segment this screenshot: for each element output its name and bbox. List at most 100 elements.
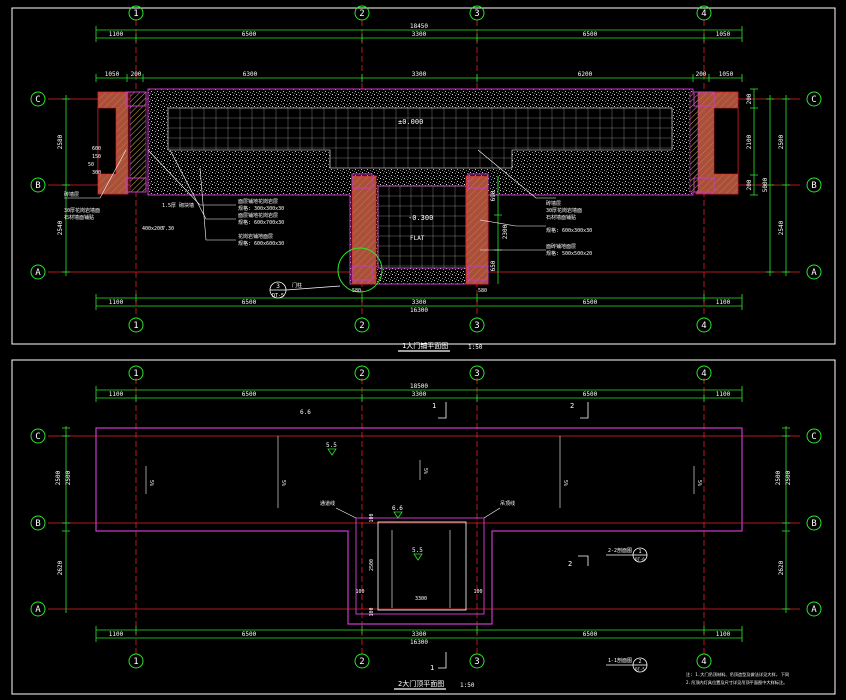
- plan2-notes: 注: 1.大门吊顶材料、吊顶造型及做法详见大样, 下同 2.吊顶内灯具位置及尺寸…: [686, 671, 789, 686]
- svg-text:规格: 600x300x30: 规格: 600x300x30: [546, 227, 592, 234]
- plan2-axis-top-2: 2: [359, 369, 364, 379]
- plan2-section-ref-1: 2 DT-5 1-1剖面图: [606, 657, 648, 673]
- plan2-inner-vdim-1: 2500: [369, 559, 375, 571]
- plan2-cut-1b: 1: [430, 664, 434, 672]
- plan1-dim-bottom-1: 1100: [109, 299, 124, 306]
- plan1-dim-total-bottom: 16300: [410, 307, 428, 314]
- plan2-dim-top-2: 6500: [242, 391, 257, 398]
- plan2-cut-1a: 1: [432, 402, 436, 410]
- plan1-elev-inner: -0.300: [408, 214, 433, 222]
- plan1-axis-bottom: [128, 317, 712, 333]
- plan1-axis-bottom-1: 1: [133, 321, 138, 331]
- plan1-dim-inner-4: 3300: [412, 71, 427, 78]
- plan1-dim-rs-4: 200: [746, 179, 753, 190]
- plan1-dim-lines-side: [62, 88, 790, 276]
- plan2-section-ref-2: 1 DT-6 2-2剖面图: [606, 547, 648, 563]
- svg-text:6.6: 6.6: [392, 505, 403, 512]
- svg-text:2: 2: [638, 659, 641, 665]
- plan1-dim-top-1: 1100: [109, 31, 124, 38]
- plan1-small-dim-1: 580: [352, 288, 361, 294]
- plan1-dim-bottom-4: 6500: [583, 299, 598, 306]
- plan1-dim-right-2: 5000: [762, 177, 769, 192]
- plan1-dim-inner-5: 6200: [578, 71, 593, 78]
- svg-text:1-1剖面图: 1-1剖面图: [608, 657, 632, 664]
- plan1-dim-inner-7: 1050: [719, 71, 734, 78]
- svg-text:2.吊顶内灯具位置及尺寸详见吊顶平面图中大样标注。: 2.吊顶内灯具位置及尺寸详见吊顶平面图中大样标注。: [686, 679, 787, 686]
- plan2-axis-top-4: 4: [701, 369, 706, 379]
- plan2-fall-label-2: 5%: [280, 480, 286, 486]
- svg-text:300: 300: [92, 170, 101, 176]
- svg-text:面层铺地花岗岩层: 面层铺地花岗岩层: [238, 212, 278, 219]
- plan2-fall-label-3: 5%: [422, 468, 428, 474]
- plan2-axis-lines: [135, 378, 705, 655]
- plan1-frame: [11, 7, 836, 345]
- plan1-dim-inner-2: 200: [131, 71, 142, 78]
- plan2-cut-2a: 2: [570, 402, 574, 410]
- plan1-small-dim-2: 580: [478, 288, 487, 294]
- svg-text:花岗岩铺地面层: 花岗岩铺地面层: [238, 233, 273, 240]
- plan1-cvdim-3: 650: [490, 260, 497, 271]
- plan1-dim-left-2: 2540: [57, 220, 64, 235]
- svg-text:DT-6: DT-6: [635, 557, 645, 562]
- svg-text:600: 600: [92, 146, 101, 152]
- plan2-axis-bottom-4: 4: [701, 657, 706, 667]
- plan2-cut-2b: 2: [568, 560, 572, 568]
- plan2-axis-left-c: C: [35, 432, 40, 442]
- plan1-axis-left-c: C: [35, 95, 40, 105]
- plan2-inner-h-mid: 3300: [415, 596, 427, 602]
- plan1-notes-center: 面层铺地花岗岩层 规格: 300x300x30 面层铺地花岗岩层 规格: 600…: [238, 198, 284, 247]
- plan2-dim-right-2: 2500: [785, 470, 792, 485]
- plan1-detail-circle: [337, 247, 383, 293]
- plan2-axis-right-c: C: [811, 432, 816, 442]
- plan1-dim-right-1: 2500: [778, 134, 785, 149]
- plan2-axis-left-b: B: [35, 519, 40, 529]
- svg-text:面砖铺地面层: 面砖铺地面层: [546, 243, 576, 250]
- plan2-dim-lines-side: [62, 426, 790, 613]
- plan1-axis-bottom-4: 4: [701, 321, 706, 331]
- svg-text:石材墙面铺贴: 石材墙面铺贴: [546, 214, 576, 221]
- plan1-cvdim-1: 690: [490, 190, 497, 201]
- svg-text:规格: 600x600x30: 规格: 600x600x30: [238, 240, 284, 247]
- plan1-dim-top-5: 1050: [716, 31, 731, 38]
- plan2-dim-top-3: 3300: [412, 391, 427, 398]
- plan1-scale: 1:50: [468, 344, 483, 351]
- plan2-dim-right-1: 2500: [775, 470, 782, 485]
- plan2-fall-label-5: 5%: [696, 480, 702, 486]
- plan2-axis-right-b: B: [811, 519, 816, 529]
- plan1-notes-left: 砖墙层 30厚花岗岩墙面 石材墙面铺贴 400x200 7.30 1.5厚 砌块…: [64, 146, 194, 232]
- plan2-dim-bottom-5: 1100: [716, 631, 731, 638]
- plan2-dim-top-5: 1100: [716, 391, 731, 398]
- plan1-dim-rs-1: 200: [746, 93, 753, 104]
- plan1-axis-top-1: 1: [133, 9, 138, 19]
- svg-text:注: 1.大门吊顶材料、吊顶造型及做法详见大样, 下同: 注: 1.大门吊顶材料、吊顶造型及做法详见大样, 下同: [686, 671, 789, 678]
- plan2-dim-bottom-4: 6500: [583, 631, 598, 638]
- plan2-elev-markers: 5.5 5.5 6.6 6.6: [300, 409, 423, 561]
- plan1-dim-right-3: 2540: [778, 220, 785, 235]
- plan1-axis-top: [128, 5, 712, 21]
- plan1-axis-bottom-3: 3: [474, 321, 479, 331]
- plan1-dim-lines-top: [95, 26, 743, 82]
- plan1-title: 1大门铺平面图: [402, 341, 448, 350]
- plan2-inner-dim-3: 100: [369, 607, 375, 616]
- plan1-dim-left-1: 2580: [57, 134, 64, 149]
- plan1-axis-top-4: 4: [701, 9, 706, 19]
- plan2-inner-dim-1: 100: [369, 513, 375, 522]
- plan1-dim-top-2: 6500: [242, 31, 257, 38]
- plan1-inner-label: FLAT: [410, 235, 425, 242]
- plan2-label-right: 吊顶线: [500, 500, 515, 507]
- plan2-dim-lines-top: [95, 386, 743, 642]
- plan2-axis-left-a: A: [35, 605, 41, 615]
- plan1-axis-right-c: C: [811, 95, 816, 105]
- plan2-axis-lines-h: [48, 435, 800, 610]
- plan2-inner-opening: [355, 517, 485, 615]
- svg-text:5.5: 5.5: [326, 442, 337, 449]
- svg-text:400x200: 400x200: [142, 226, 163, 232]
- svg-text:石材墙面铺贴: 石材墙面铺贴: [64, 214, 94, 221]
- plan1-axis-right-b: B: [811, 181, 816, 191]
- plan2-dim-left-2: 2500: [65, 470, 72, 485]
- plan1-dim-bottom-2: 6500: [242, 299, 257, 306]
- plan2-axis-top-1: 1: [133, 369, 138, 379]
- plan1-elev-main: ±0.000: [398, 118, 423, 126]
- plan2-label-left: 通道线: [320, 500, 335, 507]
